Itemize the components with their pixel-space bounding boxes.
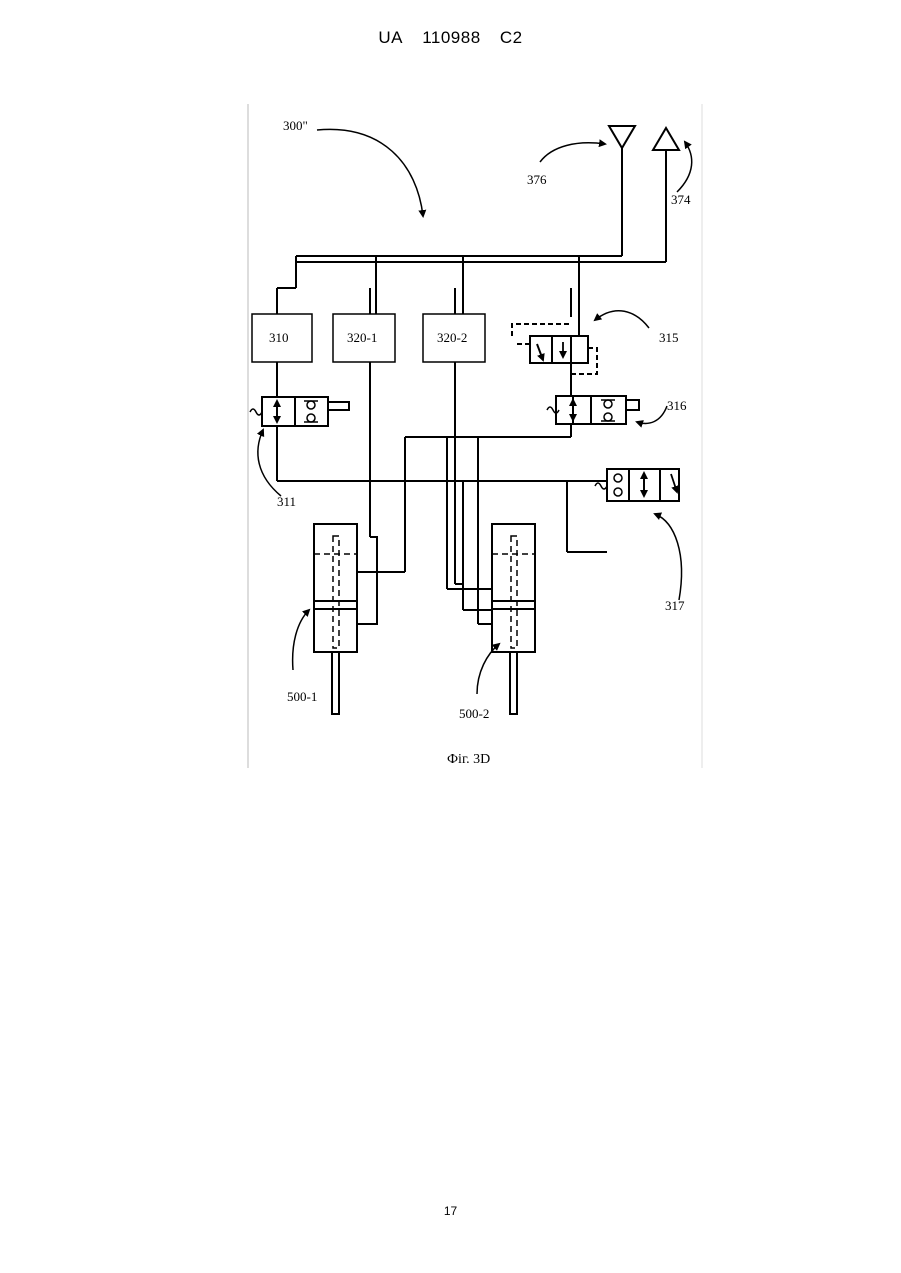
- spring-317: [595, 483, 607, 489]
- rod-500-1: [332, 652, 339, 714]
- hydraulic-circuit-diagram: 300" 376 374 310 320-1 320-2 315 316 311…: [247, 104, 703, 768]
- label-500-1: 500-1: [287, 689, 317, 704]
- label-374: 374: [671, 192, 691, 207]
- label-310: 310: [269, 330, 289, 345]
- page-number: 17: [0, 1204, 901, 1218]
- cylinder-500-2: [492, 524, 535, 652]
- check-valve-icon: [604, 400, 612, 408]
- check-valve-icon: [307, 401, 315, 409]
- leader-300: [317, 129, 423, 216]
- check-valve-icon: [604, 413, 612, 421]
- label-317: 317: [665, 598, 685, 613]
- hydraulic-diagram-figure: 300" 376 374 310 320-1 320-2 315 316 311…: [247, 104, 703, 768]
- rod-500-2: [510, 652, 517, 714]
- leader-316: [637, 406, 667, 423]
- cylinder-500-1: [314, 524, 357, 652]
- leader-317: [655, 514, 682, 600]
- check-valve-icon: [614, 474, 622, 482]
- label-320-2: 320-2: [437, 330, 467, 345]
- label-320-1: 320-1: [347, 330, 377, 345]
- label-300: 300": [283, 118, 308, 133]
- patent-number: 110988: [422, 28, 480, 47]
- patent-kind: C2: [500, 28, 523, 47]
- label-376: 376: [527, 172, 547, 187]
- label-315: 315: [659, 330, 679, 345]
- leader-376: [540, 143, 605, 162]
- label-500-2: 500-2: [459, 706, 489, 721]
- patent-header: UA 110988 C2: [0, 28, 901, 48]
- spring-316: [547, 407, 559, 413]
- leader-315: [595, 311, 649, 328]
- pilot-line-315: [512, 324, 597, 374]
- patent-country: UA: [378, 28, 403, 47]
- figure-caption: Фіг. 3D: [447, 752, 490, 767]
- tank-symbol-376: [609, 126, 635, 148]
- check-valve-icon: [307, 414, 315, 422]
- spring-311: [250, 409, 262, 415]
- check-valve-icon: [614, 488, 622, 496]
- pressure-source-symbol-374: [653, 128, 679, 150]
- label-316: 316: [667, 398, 687, 413]
- label-311: 311: [277, 494, 296, 509]
- leader-500-1: [293, 610, 309, 670]
